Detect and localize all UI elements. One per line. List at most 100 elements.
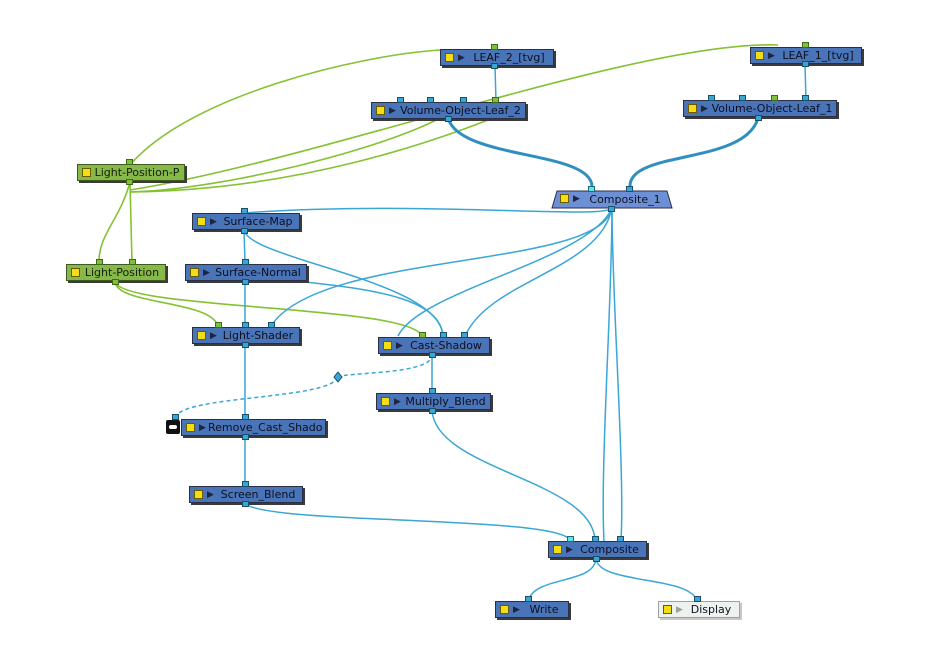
display-node[interactable]: ▶ Display xyxy=(658,601,740,618)
enable-toggle[interactable] xyxy=(186,423,195,432)
input-port[interactable] xyxy=(419,332,426,338)
enable-toggle[interactable] xyxy=(383,341,392,350)
play-icon[interactable]: ▶ xyxy=(394,397,401,407)
enable-toggle[interactable] xyxy=(553,545,562,554)
input-port[interactable] xyxy=(525,596,532,602)
play-icon[interactable]: ▶ xyxy=(458,53,465,63)
output-port[interactable] xyxy=(802,61,809,67)
wire-green xyxy=(114,281,219,327)
output-port[interactable] xyxy=(126,179,133,185)
enable-toggle[interactable] xyxy=(445,53,454,62)
wire-blue xyxy=(602,207,613,542)
input-port[interactable] xyxy=(588,186,595,192)
input-port[interactable] xyxy=(708,95,715,101)
light-shader-node[interactable]: ▶ Light-Shader xyxy=(192,327,300,344)
input-port[interactable] xyxy=(592,536,599,542)
wire-blue xyxy=(397,207,613,337)
enable-toggle[interactable] xyxy=(755,51,764,60)
input-port[interactable] xyxy=(242,259,249,265)
play-icon[interactable]: ▶ xyxy=(573,194,580,204)
input-port[interactable] xyxy=(739,95,746,101)
node-label: Screen_Blend xyxy=(220,488,296,501)
wire-midpoint-handle[interactable] xyxy=(333,371,343,383)
play-icon[interactable]: ▶ xyxy=(676,605,683,615)
surface-map-node[interactable]: ▶ Surface-Map xyxy=(192,213,300,230)
input-port[interactable] xyxy=(126,159,133,165)
input-port[interactable] xyxy=(96,259,103,265)
input-port[interactable] xyxy=(626,186,633,192)
input-port[interactable] xyxy=(242,481,249,487)
output-port[interactable] xyxy=(608,206,615,212)
input-port[interactable] xyxy=(397,97,404,103)
enable-toggle[interactable] xyxy=(688,104,697,113)
input-port[interactable] xyxy=(771,95,778,101)
enable-toggle[interactable] xyxy=(71,268,80,277)
input-port[interactable] xyxy=(215,322,222,328)
output-port[interactable] xyxy=(242,501,249,507)
enable-toggle[interactable] xyxy=(190,268,199,277)
input-port[interactable] xyxy=(491,44,498,50)
play-icon[interactable]: ▶ xyxy=(513,605,520,615)
composite-1-node[interactable]: ▶ Composite_1 xyxy=(556,191,670,208)
input-port[interactable] xyxy=(241,208,248,214)
play-icon[interactable]: ▶ xyxy=(199,423,206,433)
input-port[interactable] xyxy=(492,97,499,103)
node-label: Surface-Map xyxy=(223,215,293,228)
output-port[interactable] xyxy=(241,228,248,234)
input-port[interactable] xyxy=(172,414,179,420)
play-icon[interactable]: ▶ xyxy=(203,268,210,278)
play-icon[interactable]: ▶ xyxy=(566,545,573,555)
enable-toggle[interactable] xyxy=(194,490,203,499)
enable-toggle[interactable] xyxy=(82,168,91,177)
output-port[interactable] xyxy=(242,279,249,285)
enable-toggle[interactable] xyxy=(381,397,390,406)
input-port[interactable] xyxy=(617,536,624,542)
output-port[interactable] xyxy=(491,63,498,69)
output-port[interactable] xyxy=(755,115,762,121)
output-port[interactable] xyxy=(242,434,249,440)
enable-toggle[interactable] xyxy=(663,605,672,614)
input-port[interactable] xyxy=(567,536,574,542)
enable-toggle[interactable] xyxy=(197,217,206,226)
wire-blue xyxy=(243,229,444,337)
remove-cast-shadow-node[interactable]: ▶ Remove_Cast_Shadow xyxy=(181,419,326,436)
play-icon[interactable]: ▶ xyxy=(768,51,775,61)
enable-toggle[interactable] xyxy=(500,605,509,614)
output-port[interactable] xyxy=(429,408,436,414)
write-node[interactable]: ▶ Write xyxy=(495,601,569,618)
output-port[interactable] xyxy=(242,342,249,348)
play-icon[interactable]: ▶ xyxy=(210,217,217,227)
enable-toggle[interactable] xyxy=(197,331,206,340)
output-port[interactable] xyxy=(429,352,436,358)
input-port[interactable] xyxy=(802,42,809,48)
play-icon[interactable]: ▶ xyxy=(701,104,708,114)
node-label: Surface-Normal xyxy=(215,266,301,279)
input-port[interactable] xyxy=(440,332,447,338)
output-port[interactable] xyxy=(445,116,452,122)
light-position-node[interactable]: Light-Position xyxy=(66,264,166,281)
input-port[interactable] xyxy=(694,596,701,602)
play-icon[interactable]: ▶ xyxy=(210,331,217,341)
wire-green xyxy=(129,181,133,264)
enable-toggle[interactable] xyxy=(376,106,385,115)
output-port[interactable] xyxy=(112,279,119,285)
leaf-1-node[interactable]: ▶ LEAF_1_[tvg] xyxy=(750,47,862,64)
enable-toggle[interactable] xyxy=(560,194,569,203)
input-port[interactable] xyxy=(460,97,467,103)
input-port[interactable] xyxy=(242,322,249,328)
play-icon[interactable]: ▶ xyxy=(389,106,396,116)
input-port[interactable] xyxy=(242,414,249,420)
play-icon[interactable]: ▶ xyxy=(207,490,214,500)
input-port[interactable] xyxy=(461,332,468,338)
input-port[interactable] xyxy=(802,95,809,101)
input-port[interactable] xyxy=(129,259,136,265)
wire-blue xyxy=(243,207,613,214)
input-port[interactable] xyxy=(429,388,436,394)
volume-object-leaf-2-node[interactable]: ▶ Volume-Object-Leaf_2 xyxy=(371,102,526,119)
input-port[interactable] xyxy=(427,97,434,103)
input-port[interactable] xyxy=(268,322,275,328)
play-icon[interactable]: ▶ xyxy=(396,341,403,351)
wire-green xyxy=(114,281,423,337)
output-port[interactable] xyxy=(593,556,600,562)
leaf-2-node[interactable]: ▶ LEAF_2_[tvg] xyxy=(440,49,554,66)
